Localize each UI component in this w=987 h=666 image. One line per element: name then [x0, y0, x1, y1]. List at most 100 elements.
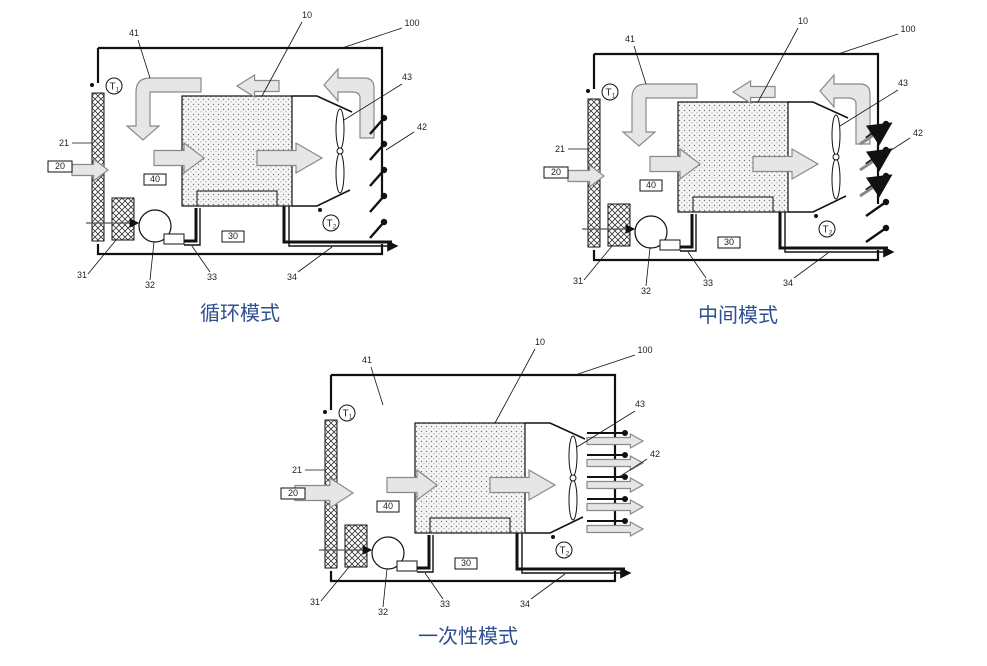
- sensor-t1-letter: T: [109, 82, 115, 93]
- leader-41: [370, 366, 384, 406]
- label-43: 43: [898, 78, 908, 88]
- sensor-t1-mount: [586, 89, 590, 93]
- sensor-t1-ring: [105, 77, 123, 95]
- label-20: 20: [551, 167, 561, 177]
- leader-42: [385, 131, 415, 151]
- label-10: 10: [798, 16, 808, 26]
- duct-lower: [525, 516, 584, 534]
- leader-33: [191, 245, 211, 273]
- pipe-33: [680, 214, 694, 249]
- flow-inlet-core: [649, 147, 701, 181]
- pump-outlet: [163, 233, 185, 245]
- drain-34-b: [288, 206, 399, 252]
- flow-top-left: [235, 73, 280, 99]
- fan-hub: [832, 153, 840, 161]
- exhaust-arrow-2: [586, 476, 645, 494]
- pipe-33-b: [417, 535, 434, 573]
- fan-43: [335, 108, 345, 194]
- label-32: 32: [145, 280, 155, 290]
- label-40: 40: [150, 174, 160, 184]
- label-100: 100: [404, 18, 419, 28]
- pipe-33: [417, 535, 431, 570]
- label-30: 30: [724, 237, 734, 247]
- label-31: 31: [310, 597, 320, 607]
- louver-0: [369, 117, 385, 135]
- drain-34: [778, 212, 888, 250]
- label-10: 10: [302, 10, 312, 20]
- housing-bottom: [329, 571, 617, 583]
- louver-3-pivot: [380, 192, 388, 200]
- label-30-box: [454, 557, 478, 570]
- pipe-33: [184, 208, 198, 243]
- caption-circulation: 循环模式: [200, 301, 280, 325]
- fan-hub: [336, 147, 344, 155]
- louver-4-pivot: [380, 218, 388, 226]
- fan-hub: [569, 474, 577, 482]
- leader-10: [757, 27, 799, 103]
- exhaust-arrow-0: [859, 122, 893, 146]
- leader-100: [837, 33, 899, 55]
- flow-return: [819, 73, 871, 145]
- duct-lower: [292, 189, 351, 207]
- sensor-t1-sub: 1: [116, 88, 120, 94]
- label-20-box: [543, 166, 569, 179]
- flow-top-left: [731, 79, 776, 105]
- sensor-t2-letter: T: [326, 219, 332, 230]
- flow-inlet-core: [386, 468, 438, 502]
- fan-43: [568, 435, 578, 521]
- label-33: 33: [207, 272, 217, 282]
- louver-1: [369, 143, 385, 161]
- caption-intermediate: 中间模式: [698, 303, 778, 327]
- label-20: 20: [288, 488, 298, 498]
- label-40: 40: [383, 501, 393, 511]
- label-34: 34: [287, 272, 297, 282]
- drain-34-b: [521, 533, 632, 579]
- tank-top: [196, 190, 278, 206]
- fan-blade: [831, 114, 841, 156]
- louver-0-pivot: [380, 114, 388, 122]
- flow-inlet-20: [71, 157, 109, 183]
- louver-1-pivot: [622, 452, 628, 458]
- label-41: 41: [129, 28, 139, 38]
- louver-0-pivot: [622, 430, 628, 436]
- louver-3-pivot: [622, 496, 628, 502]
- leader-42: [618, 458, 648, 478]
- duct-upper: [292, 95, 353, 113]
- tank-top: [692, 196, 774, 212]
- pipe-33-b: [184, 208, 201, 246]
- pump-outlet: [396, 560, 418, 572]
- flow-return: [323, 67, 375, 139]
- label-30: 30: [461, 558, 471, 568]
- drain-34-b: [784, 212, 895, 258]
- pad-31: [607, 203, 631, 247]
- flow-41-down: [125, 77, 202, 141]
- label-32: 32: [641, 286, 651, 296]
- louver-1-pivot: [380, 140, 388, 148]
- label-21: 21: [59, 138, 69, 148]
- flow-41-down: [621, 83, 698, 147]
- fan-43: [831, 114, 841, 200]
- sensor-t2-mount: [318, 208, 322, 212]
- leader-31: [320, 566, 350, 602]
- exhaust-arrow-3: [586, 498, 645, 516]
- label-42: 42: [650, 449, 660, 459]
- label-40: 40: [646, 180, 656, 190]
- flow-core-fan: [752, 147, 820, 181]
- sensor-t1-letter: T: [605, 88, 611, 99]
- louver-2: [865, 175, 887, 191]
- leader-33: [687, 251, 707, 279]
- sensor-t2-sub: 2: [829, 231, 833, 237]
- leader-43: [576, 410, 636, 448]
- duct-lower: [788, 195, 847, 213]
- sensor-t2-letter: T: [822, 225, 828, 236]
- label-20: 20: [55, 161, 65, 171]
- leader-42: [881, 137, 911, 157]
- sensor-t2-mount: [551, 535, 555, 539]
- sensor-t1-mount: [90, 83, 94, 87]
- sensor-t1-mount: [323, 410, 327, 414]
- louver-2-pivot: [622, 474, 628, 480]
- label-21: 21: [555, 144, 565, 154]
- sensor-t2-sub: 2: [566, 552, 570, 558]
